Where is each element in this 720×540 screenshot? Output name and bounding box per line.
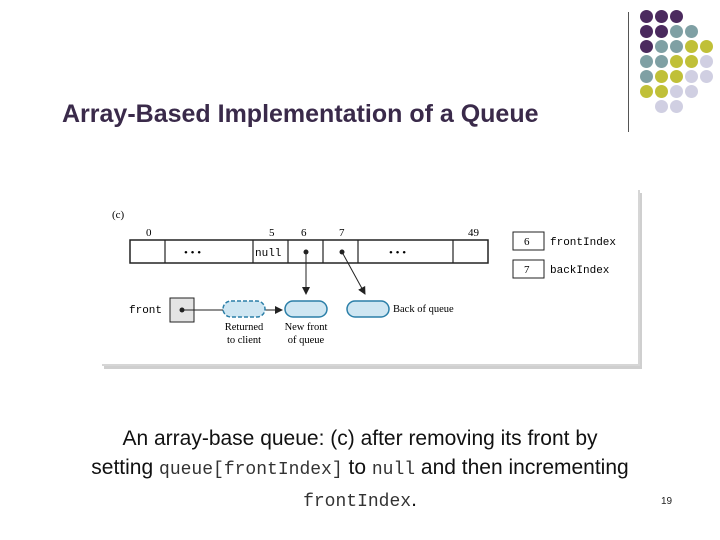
deco-dot: [700, 55, 713, 68]
index-6: 6: [301, 227, 307, 239]
caption-code-frontindex: frontIndex: [303, 492, 412, 512]
queue-figure: (c) 0 5 6 7 49 • • • null • • • 6 frontI…: [102, 190, 640, 366]
deco-dot: [670, 55, 683, 68]
caption-line1: An array-base queue: (c) after removing …: [122, 427, 598, 450]
queue-diagram: (c) 0 5 6 7 49 • • • null • • • 6 frontI…: [112, 209, 616, 346]
slide-title: Array-Based Implementation of a Queue: [62, 100, 539, 128]
deco-dot: [655, 85, 668, 98]
deco-dot: [640, 70, 653, 83]
back-index-box: [512, 259, 545, 279]
new-front-label-line1: New front: [285, 322, 328, 333]
front-index-label: frontIndex: [550, 237, 616, 249]
deco-dot: [685, 40, 698, 53]
returned-label-line2: to client: [227, 335, 261, 346]
deco-dot: [655, 70, 668, 83]
null-cell: null: [255, 248, 281, 260]
caption-rest: and then incrementing: [415, 456, 629, 479]
new-front-label-line2: of queue: [288, 335, 325, 346]
removed-node: [222, 300, 266, 318]
deco-dot: [685, 25, 698, 38]
deco-dot: [685, 55, 698, 68]
deco-dot: [655, 55, 668, 68]
deco-dot: [670, 25, 683, 38]
array-ellipsis-left: • • •: [184, 247, 201, 259]
deco-dot: [655, 100, 668, 113]
new-front-node: [284, 300, 328, 318]
caption-code-queue-front: queue[frontIndex]: [159, 460, 343, 480]
returned-label-line1: Returned: [225, 322, 264, 333]
array-ellipsis-right: • • •: [389, 247, 406, 259]
deco-dot: [670, 85, 683, 98]
deco-dot: [640, 85, 653, 98]
panel-label: (c): [112, 209, 125, 221]
deco-dot: [640, 25, 653, 38]
deco-dot: [685, 70, 698, 83]
deco-dot: [700, 70, 713, 83]
caption-period: .: [411, 488, 417, 511]
deco-dot: [685, 85, 698, 98]
back-index-value: 7: [524, 264, 530, 276]
deco-dot: [640, 55, 653, 68]
back-node: [346, 300, 390, 318]
front-label: front: [129, 305, 162, 317]
deco-dot: [700, 40, 713, 53]
deco-dot: [640, 10, 653, 23]
front-index-box: [512, 231, 545, 251]
front-index-value: 6: [524, 236, 530, 248]
deco-dot: [655, 40, 668, 53]
queue-array: [129, 239, 489, 264]
index-0: 0: [146, 227, 152, 239]
deco-dot: [670, 100, 683, 113]
deco-dot: [670, 70, 683, 83]
back-index-label: backIndex: [550, 265, 610, 277]
index-49: 49: [468, 227, 480, 239]
caption-setting: setting: [91, 456, 160, 479]
back-of-queue-label: Back of queue: [393, 304, 454, 315]
slide-caption: An array-base queue: (c) after removing …: [40, 424, 680, 517]
deco-dot: [655, 25, 668, 38]
index-5: 5: [269, 227, 275, 239]
arrow-to-back: [341, 251, 366, 295]
caption-to: to: [342, 456, 372, 479]
page-number: 19: [661, 496, 673, 507]
deco-dot: [640, 40, 653, 53]
title-divider: [628, 12, 629, 132]
deco-dot: [670, 40, 683, 53]
index-7: 7: [339, 227, 345, 239]
deco-dot: [670, 10, 683, 23]
caption-code-null: null: [371, 460, 416, 480]
deco-dot: [655, 10, 668, 23]
